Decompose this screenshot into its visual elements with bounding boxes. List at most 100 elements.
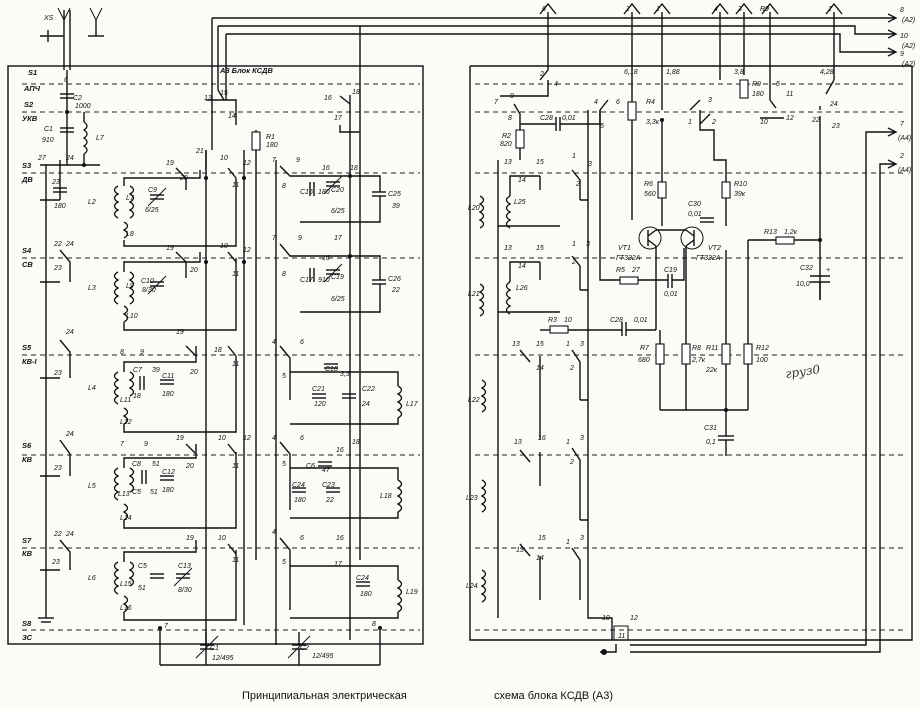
svg-text:1: 1 [566,341,570,348]
svg-text:2: 2 [569,459,574,466]
svg-text:3: 3 [708,97,712,104]
svg-text:C31: C31 [704,425,717,432]
svg-text:0,01: 0,01 [664,291,678,298]
coil-l9 [128,271,135,305]
svg-text:1: 1 [572,241,576,248]
resistor-r12 [743,343,753,365]
svg-text:8/30: 8/30 [178,587,192,594]
svg-text:C10: C10 [141,278,154,285]
svg-text:8: 8 [508,115,512,122]
svg-text:22: 22 [811,117,820,124]
svg-text:L25: L25 [514,199,526,206]
svg-text:C25: C25 [388,191,401,198]
switch-s7-id: S7 [22,536,32,545]
svg-text:180: 180 [752,91,764,98]
svg-text:L6: L6 [88,575,96,582]
svg-text:12/495: 12/495 [312,653,334,660]
svg-text:(А2): (А2) [902,17,915,24]
svg-text:3: 3 [580,341,584,348]
cap-c1-value: 910 [42,137,54,144]
resistor-r11 [721,343,731,365]
right-band-coils: L20 L25 L21 L26 L22 L23 L24 R3 10 C28 0,… [466,110,656,618]
svg-text:8: 8 [120,349,124,356]
svg-text:C5: C5 [132,489,141,496]
svg-text:C2: C2 [300,645,309,652]
coil-l7-top [82,121,88,155]
svg-text:11: 11 [786,91,793,98]
svg-text:19: 19 [166,245,174,252]
svg-text:20: 20 [189,267,198,274]
svg-text:11: 11 [618,633,625,640]
svg-text:7: 7 [900,121,905,128]
svg-text:L4: L4 [88,385,96,392]
svg-text:16: 16 [336,535,344,542]
cap-c1-label: C1 [44,126,53,133]
coil-l2 [113,185,120,219]
svg-text:12: 12 [630,615,638,622]
svg-text:C28: C28 [540,115,553,122]
svg-text:180: 180 [162,391,174,398]
svg-text:R10: R10 [734,181,747,188]
svg-text:3: 3 [580,535,584,542]
svg-text:9: 9 [140,349,144,356]
svg-text:R8: R8 [692,345,701,352]
svg-text:180: 180 [360,591,372,598]
svg-text:18: 18 [214,347,222,354]
coil-l7-label: L7 [96,135,105,142]
svg-text:C19: C19 [664,267,677,274]
svg-text:R3: R3 [548,317,557,324]
svg-text:L11: L11 [120,397,131,404]
svg-text:180: 180 [162,487,174,494]
resistor-r5 [619,276,639,285]
section-kv1: 24 23 L4 L11 L12 C7 39 18 C11 180 8 9 19… [40,329,239,433]
svg-text:24: 24 [65,329,74,336]
svg-text:12: 12 [243,435,251,442]
svg-text:19: 19 [166,160,174,167]
svg-text:560: 560 [644,191,656,198]
svg-text:2: 2 [571,259,576,266]
svg-text:120: 120 [314,401,326,408]
svg-text:16: 16 [322,165,330,172]
cap-c2-label: C2 [73,95,82,102]
svg-text:7: 7 [494,99,499,106]
svg-text:R4: R4 [646,99,655,106]
svg-text:47: 47 [322,467,331,474]
svg-text:L15: L15 [120,581,132,588]
switch-s4-band: СВ [22,260,33,269]
svg-text:C16: C16 [300,189,313,196]
svg-text:100: 100 [756,357,768,364]
switch-s3-id: S3 [22,161,32,170]
svg-text:VT1: VT1 [618,245,631,252]
svg-text:22к: 22к [705,367,718,374]
svg-text:22: 22 [325,497,334,504]
svg-text:180: 180 [54,203,66,210]
svg-text:R1: R1 [266,134,275,141]
svg-text:24: 24 [829,101,838,108]
switch-s4-id: S4 [22,246,32,255]
svg-text:180: 180 [266,142,278,149]
svg-text:6: 6 [300,435,304,442]
resistor-r2 [515,129,525,149]
svg-text:L16: L16 [120,605,132,612]
svg-text:13: 13 [514,439,522,446]
coil-l11 [128,371,135,397]
coil-l18 [396,479,403,513]
svg-text:7: 7 [164,623,169,630]
svg-text:6: 6 [300,535,304,542]
coil-l4 [113,371,120,405]
svg-text:L7: L7 [126,195,135,202]
svg-text:6: 6 [300,339,304,346]
svg-text:4: 4 [554,81,558,88]
svg-text:9: 9 [296,157,300,164]
svg-text:10: 10 [564,317,572,324]
coil-l8 [122,221,129,239]
svg-text:19: 19 [176,329,184,336]
cap-c2-value: 1000 [75,103,91,110]
svg-text:L21: L21 [468,291,480,298]
svg-text:2: 2 [711,119,716,126]
svg-text:19: 19 [176,435,184,442]
svg-text:C7: C7 [133,367,143,374]
svg-text:C24: C24 [292,482,305,489]
switch-s8-band: ЗС [22,633,33,642]
svg-text:3: 3 [588,161,592,168]
